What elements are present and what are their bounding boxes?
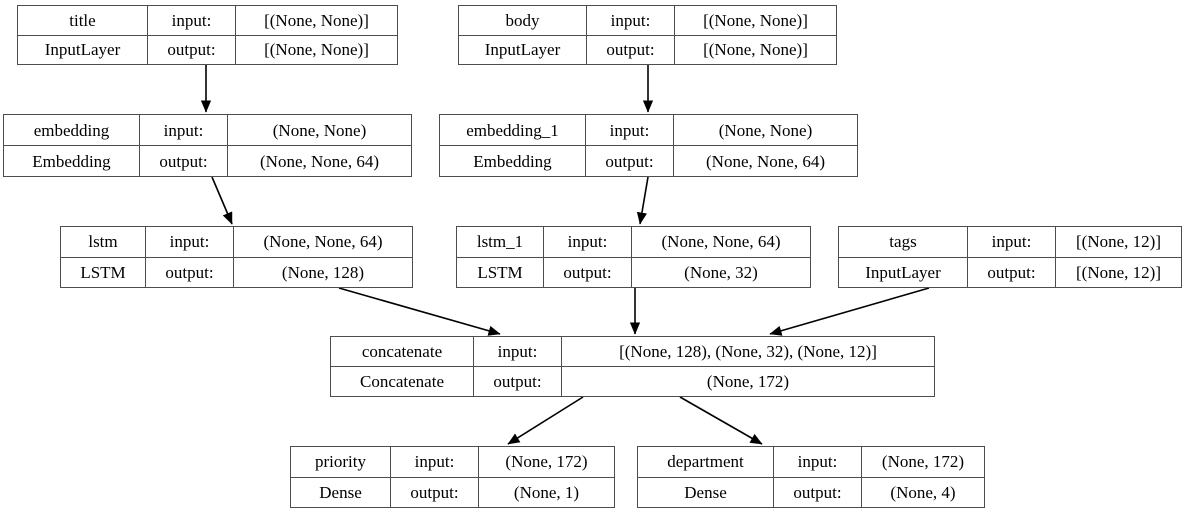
node-output-shape: (None, 4) [890,482,956,502]
node-output-shape: (None, None, 64) [260,151,379,171]
node-class-name: Dense [638,477,774,507]
node-input-shape: [(None, 12)] [1076,232,1161,252]
node-class-name: Concatenate [331,367,474,396]
node-input-label: input: [587,6,675,35]
node-class-name: LSTM [457,257,544,287]
node-input-shape: (None, None) [718,120,813,140]
node-layer-name: priority [291,447,391,477]
node-class-name: Dense [291,477,391,507]
node-input-label: input: [146,227,234,257]
node-output-shape: [(None, None)] [264,40,369,60]
node-class-name: Embedding [440,146,586,176]
node-output-shape: (None, 128) [281,262,365,282]
node-class-name: Embedding [4,146,140,176]
node-output-shape: (None, 172) [706,372,790,391]
node-input-shape: [(None, None)] [703,10,808,30]
node-output-shape: [(None, 12)] [1076,262,1161,282]
node-input-label: input: [140,115,228,145]
node-output-label: output: [587,35,675,64]
node-input-label: input: [544,227,632,257]
node-layer-name: tags [839,227,968,257]
edge-tags-to-concatenate [769,287,930,336]
node-layer-name: embedding_1 [440,115,586,145]
node-class-name: LSTM [61,257,146,287]
edge-embedding-to-lstm [211,176,233,225]
node-output-shape: (None, 1) [513,482,580,502]
node-class-name: InputLayer [18,35,148,64]
node-layer-name: concatenate [331,337,474,366]
node-input-shape: [(None, 128), (None, 32), (None, 12)] [619,342,877,361]
node-layer-name: body [459,6,587,35]
edge-embedding_1-to-lstm_1 [636,176,649,225]
node-layer-name: department [638,447,774,477]
node-class-name: InputLayer [459,35,587,64]
node-output-shape: (None, None, 64) [706,151,825,171]
node-input-label: input: [148,6,236,35]
node-output-label: output: [140,146,228,176]
edge-concatenate-to-department [679,396,763,445]
edge-concatenate-to-priority [507,396,584,445]
node-layer-name: title [18,6,148,35]
node-input-shape: (None, 172) [881,452,965,472]
node-output-label: output: [774,477,862,507]
node-input-label: input: [968,227,1056,257]
node-input-shape: (None, None, 64) [263,232,383,252]
node-output-label: output: [146,257,234,287]
node-input-label: input: [586,115,674,145]
node-output-label: output: [148,35,236,64]
node-output-label: output: [544,257,632,287]
node-input-shape: (None, 172) [505,452,588,472]
node-layer-name: lstm_1 [457,227,544,257]
node-layer-name: lstm [61,227,146,257]
node-output-label: output: [586,146,674,176]
node-output-label: output: [474,367,562,396]
node-layer-name: embedding [4,115,140,145]
node-input-label: input: [774,447,862,477]
node-input-shape: [(None, None)] [264,10,369,30]
node-input-label: input: [391,447,479,477]
node-output-shape: (None, 32) [684,262,758,282]
node-output-label: output: [391,477,479,507]
node-output-label: output: [968,257,1056,287]
node-output-shape: [(None, None)] [703,40,808,60]
node-input-label: input: [474,337,562,366]
edge-lstm-to-concatenate [338,287,501,336]
node-input-shape: (None, None) [272,120,367,140]
node-class-name: InputLayer [839,257,968,287]
node-input-shape: (None, None, 64) [661,232,781,252]
